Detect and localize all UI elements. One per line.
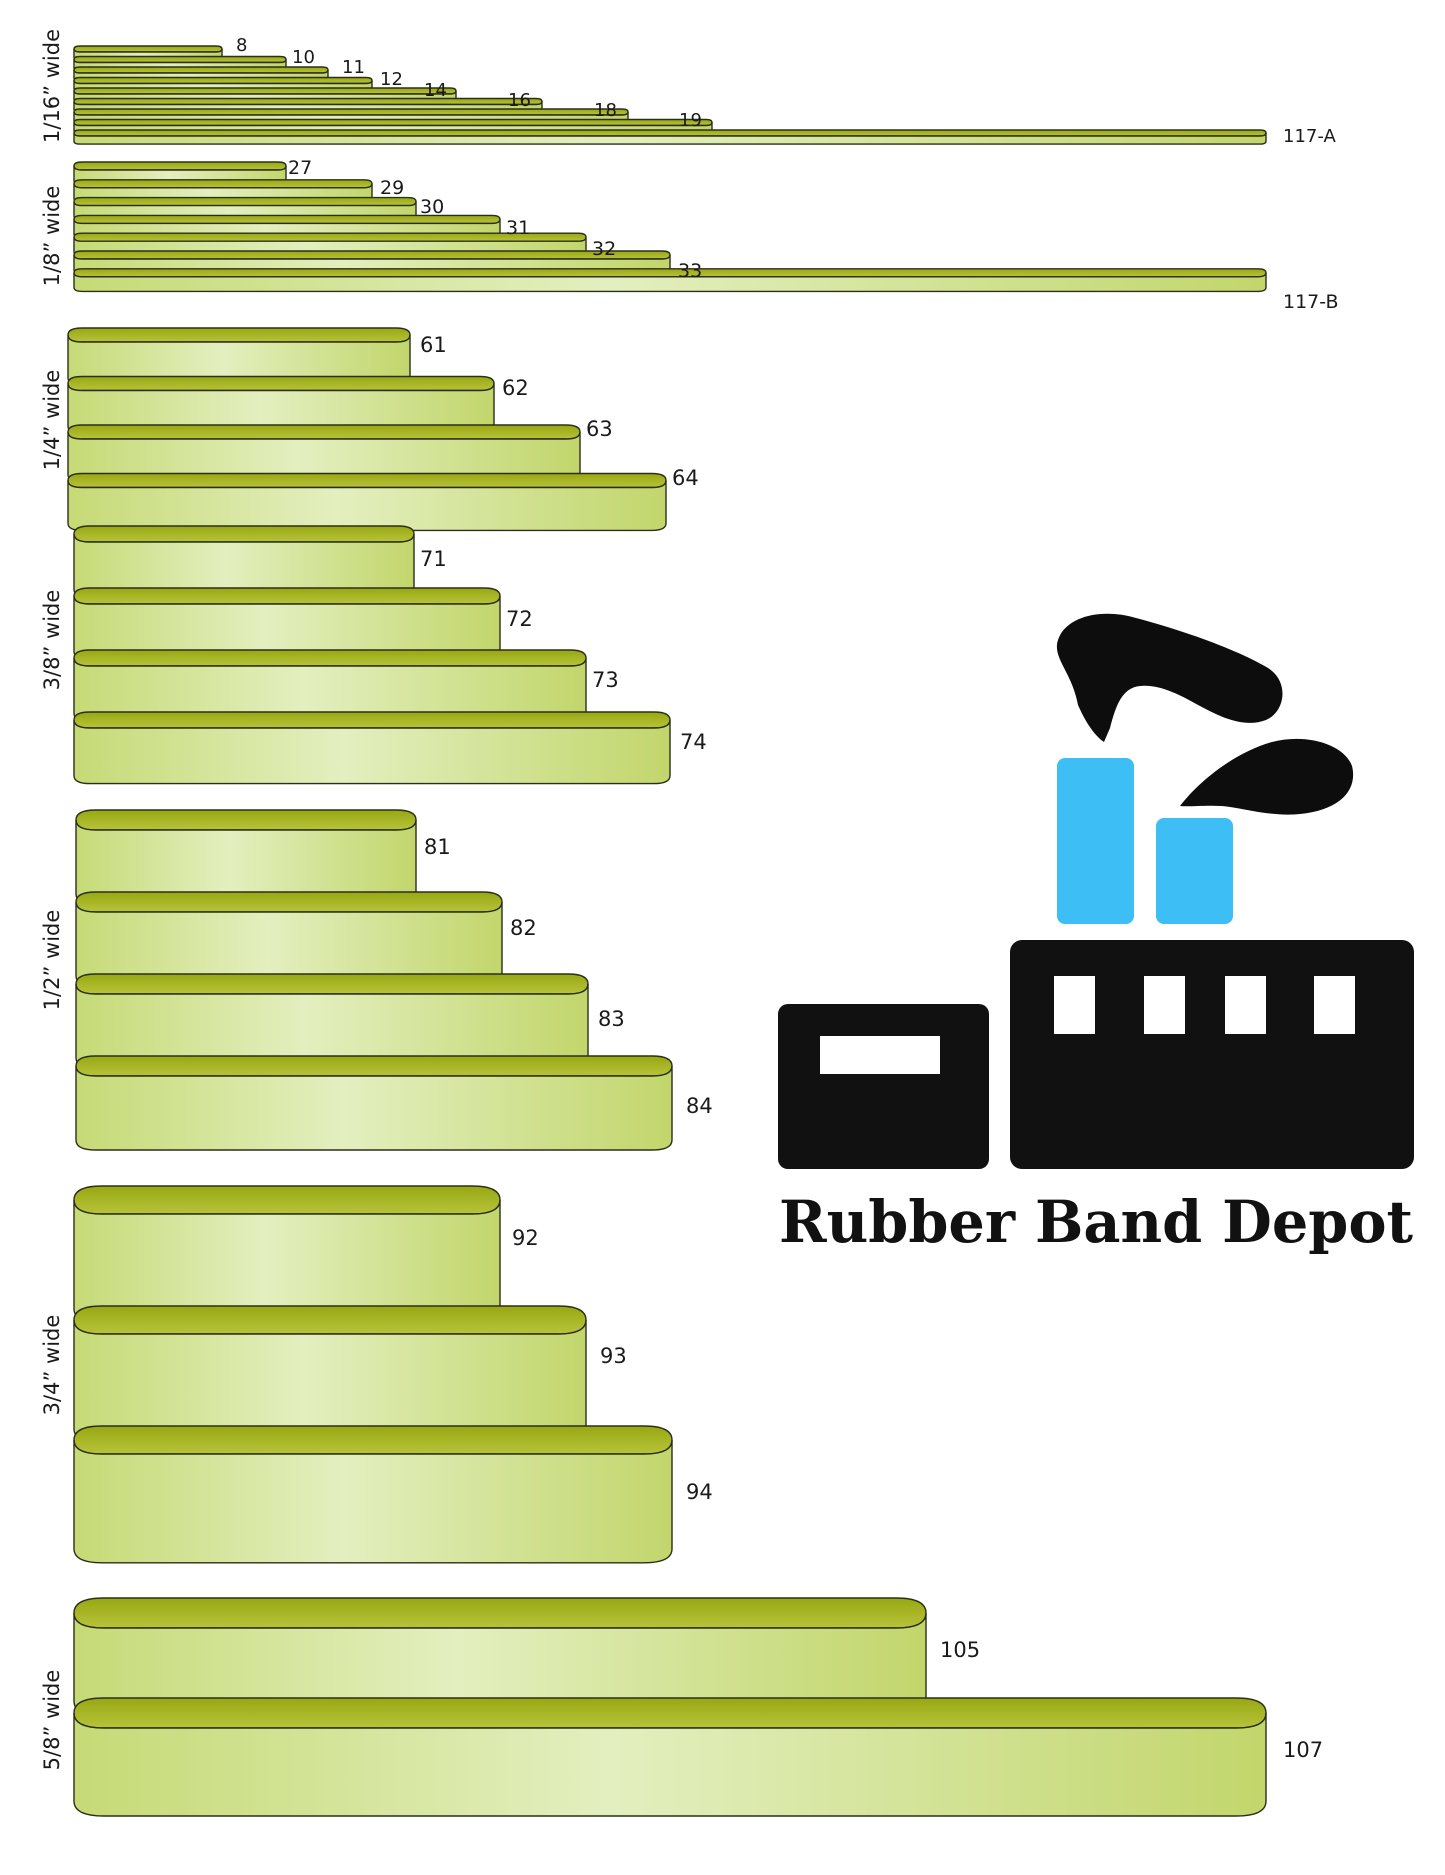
- rubber-band: [73, 525, 415, 599]
- band-size-label: 61: [420, 333, 447, 357]
- band-size-label: 107: [1283, 1738, 1323, 1762]
- band-size-label: 72: [506, 607, 533, 631]
- rubber-band: [73, 1425, 673, 1564]
- band-size-label: 82: [510, 916, 537, 940]
- rubber-band: [73, 1697, 1267, 1817]
- band-size-label: 19: [679, 110, 702, 131]
- rubber-band: [75, 1055, 673, 1151]
- rubber-band: [73, 1597, 927, 1717]
- band-size-label: 84: [686, 1094, 713, 1118]
- band-size-label: 74: [680, 730, 707, 754]
- factory-building-large: [1010, 940, 1414, 1169]
- band-size-label: 11: [342, 57, 365, 78]
- band-size-label: 93: [600, 1344, 627, 1368]
- rubber-band: [67, 424, 581, 483]
- rubber-band: [67, 472, 667, 532]
- band-size-label: 30: [420, 196, 444, 218]
- rubber-band: [73, 587, 501, 661]
- smoke-plume-small: [1180, 738, 1354, 815]
- band-size-label: 64: [672, 466, 699, 490]
- band-width-label: 3/8” wide: [40, 590, 64, 691]
- rubber-band: [73, 1185, 501, 1324]
- band-group: [73, 1597, 1267, 1817]
- band-size-label: 14: [424, 80, 447, 101]
- band-width-label: 5/8” wide: [40, 1670, 64, 1771]
- factory-building-small: [778, 1004, 989, 1169]
- band-size-label: 71: [420, 547, 447, 571]
- factory-window-4: [1314, 976, 1355, 1034]
- band-size-label: 16: [508, 90, 531, 111]
- band-size-label: 117-A: [1283, 126, 1336, 147]
- band-group: [75, 809, 673, 1151]
- factory-window-3: [1225, 976, 1266, 1034]
- rubber-band: [73, 711, 671, 785]
- band-size-label: 62: [502, 376, 529, 400]
- band-width-label: 1/16” wide: [40, 29, 64, 143]
- smoke-plume-large: [1056, 613, 1283, 742]
- rubber-band: [73, 268, 1267, 293]
- band-size-label: 12: [380, 69, 403, 90]
- smokestack-short: [1156, 818, 1233, 924]
- band-size-label: 73: [592, 668, 619, 692]
- band-group: [73, 1185, 673, 1564]
- band-size-label: 81: [424, 835, 451, 859]
- factory-window-1: [1054, 976, 1095, 1034]
- labels-layer: 8 10 11 12 14 16 18 19 117-A 1/16” wide 27 29 30 31 32…: [40, 29, 1338, 1770]
- band-size-label: 32: [592, 238, 616, 260]
- band-size-label: 63: [586, 417, 613, 441]
- factory-window-2: [1144, 976, 1185, 1034]
- band-size-label: 105: [940, 1638, 980, 1662]
- bands-layer: [67, 45, 1267, 1817]
- band-size-label: 8: [236, 35, 247, 56]
- band-size-label: 29: [380, 177, 404, 199]
- band-size-label: 117-B: [1283, 291, 1338, 313]
- rubber-band: [75, 809, 417, 905]
- band-size-label: 27: [288, 157, 312, 179]
- band-size-label: 10: [292, 47, 315, 68]
- brand-name: Rubber Band Depot: [779, 1188, 1413, 1256]
- band-size-label: 18: [594, 100, 617, 121]
- rubber-band: [75, 973, 589, 1069]
- rubber-band: [73, 649, 587, 723]
- band-width-label: 3/4” wide: [40, 1315, 64, 1416]
- rubber-band: [73, 1305, 587, 1444]
- factory-window-small: [820, 1036, 940, 1074]
- band-group: [73, 45, 1267, 145]
- band-size-label: 94: [686, 1480, 713, 1504]
- band-group: [73, 161, 1267, 293]
- factory-icon: [778, 613, 1414, 1169]
- band-size-label: 33: [678, 260, 702, 282]
- band-group: [67, 327, 667, 532]
- smokestack-tall: [1057, 758, 1134, 924]
- band-width-label: 1/2” wide: [40, 910, 64, 1011]
- band-size-label: 83: [598, 1007, 625, 1031]
- band-size-label: 31: [506, 217, 530, 239]
- band-size-label: 92: [512, 1226, 539, 1250]
- rubber-band: [75, 891, 503, 987]
- band-group: [73, 525, 671, 785]
- rubber-band: [73, 129, 1267, 145]
- rubber-band: [67, 327, 411, 386]
- band-width-label: 1/8” wide: [40, 186, 64, 287]
- band-width-label: 1/4” wide: [40, 370, 64, 471]
